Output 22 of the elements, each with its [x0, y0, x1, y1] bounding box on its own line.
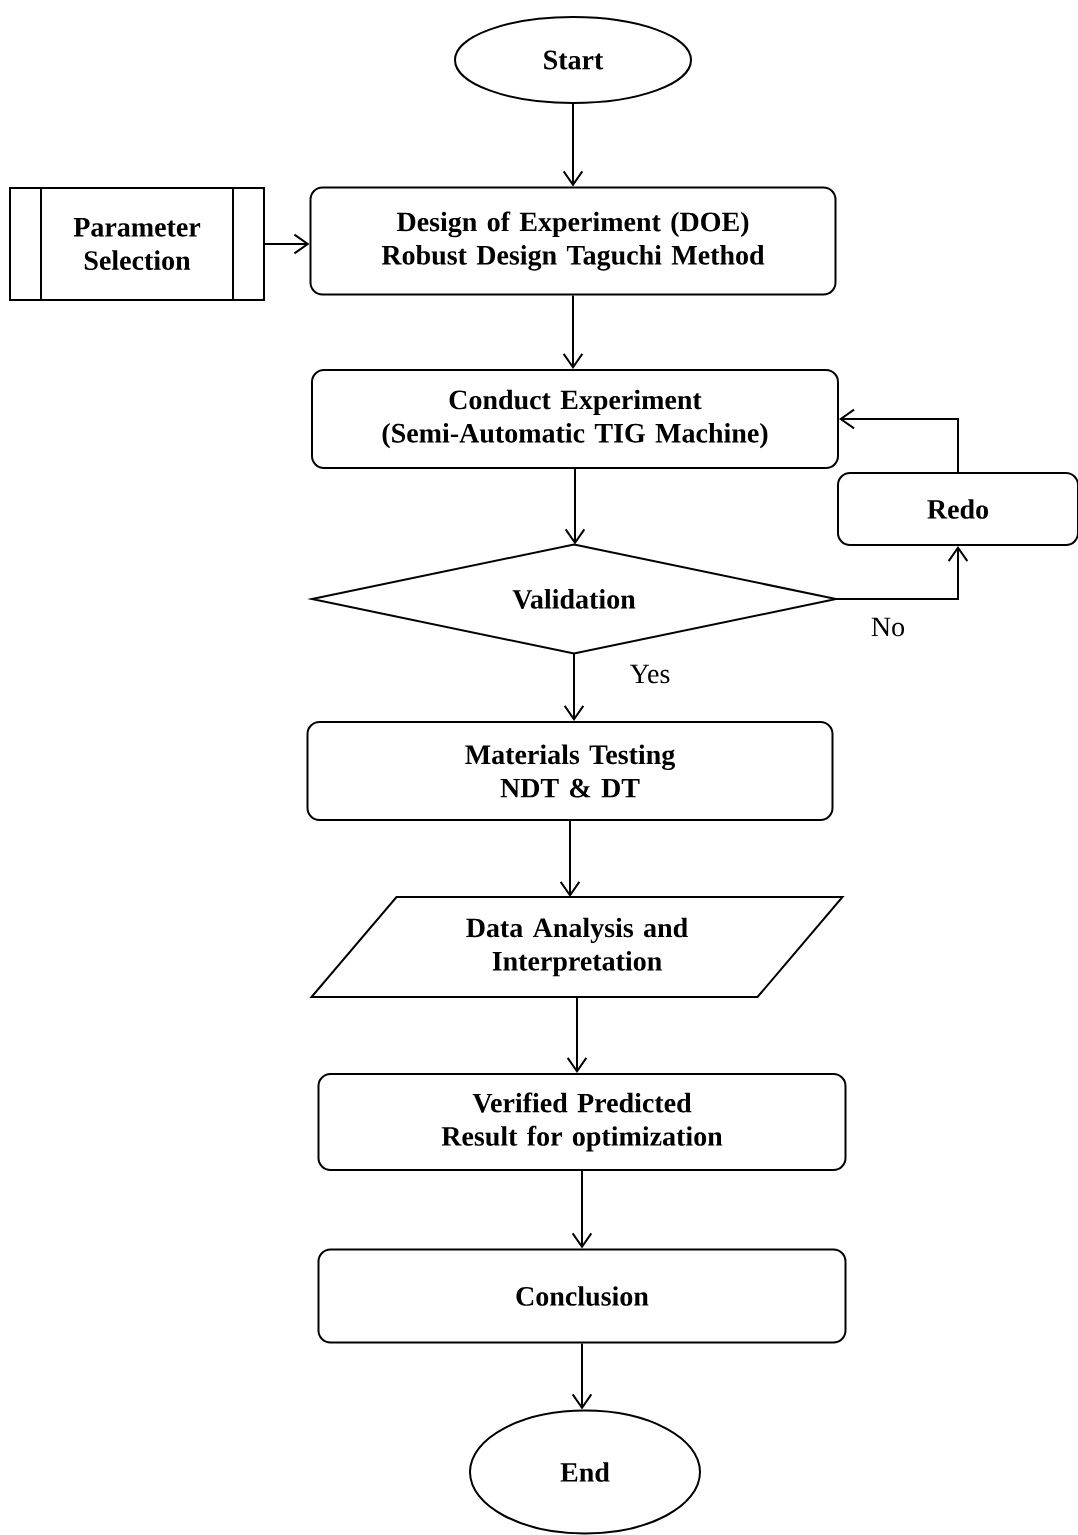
- terminal-oval: End: [469, 1409, 701, 1535]
- arrow: [559, 820, 581, 897]
- arrow: [564, 468, 586, 545]
- arrow: [563, 652, 585, 721]
- arrow: [566, 996, 588, 1073]
- edge-label: No: [869, 616, 907, 638]
- terminal-oval: Start: [454, 16, 692, 104]
- process-box: Verified Predicted Result for optimization: [317, 1073, 847, 1171]
- arrow: [571, 1170, 593, 1249]
- arrow: [839, 408, 959, 473]
- process-box: Redo: [837, 472, 1078, 546]
- predefined-process-box: Parameter Selection: [9, 186, 265, 302]
- process-box: Materials Testing NDT & DT: [306, 721, 834, 821]
- arrow: [562, 294, 584, 369]
- arrow: [835, 546, 969, 600]
- edge-label: Yes: [628, 663, 672, 685]
- process-box: Conclusion: [317, 1248, 847, 1344]
- process-box: Conduct Experiment (Semi-Automatic TIG Machine): [311, 369, 839, 469]
- process-box: Design of Experiment (DOE) Robust Design Taguchi Method: [309, 186, 837, 296]
- arrow: [264, 233, 310, 255]
- arrow: [562, 103, 584, 187]
- arrow: [571, 1342, 593, 1410]
